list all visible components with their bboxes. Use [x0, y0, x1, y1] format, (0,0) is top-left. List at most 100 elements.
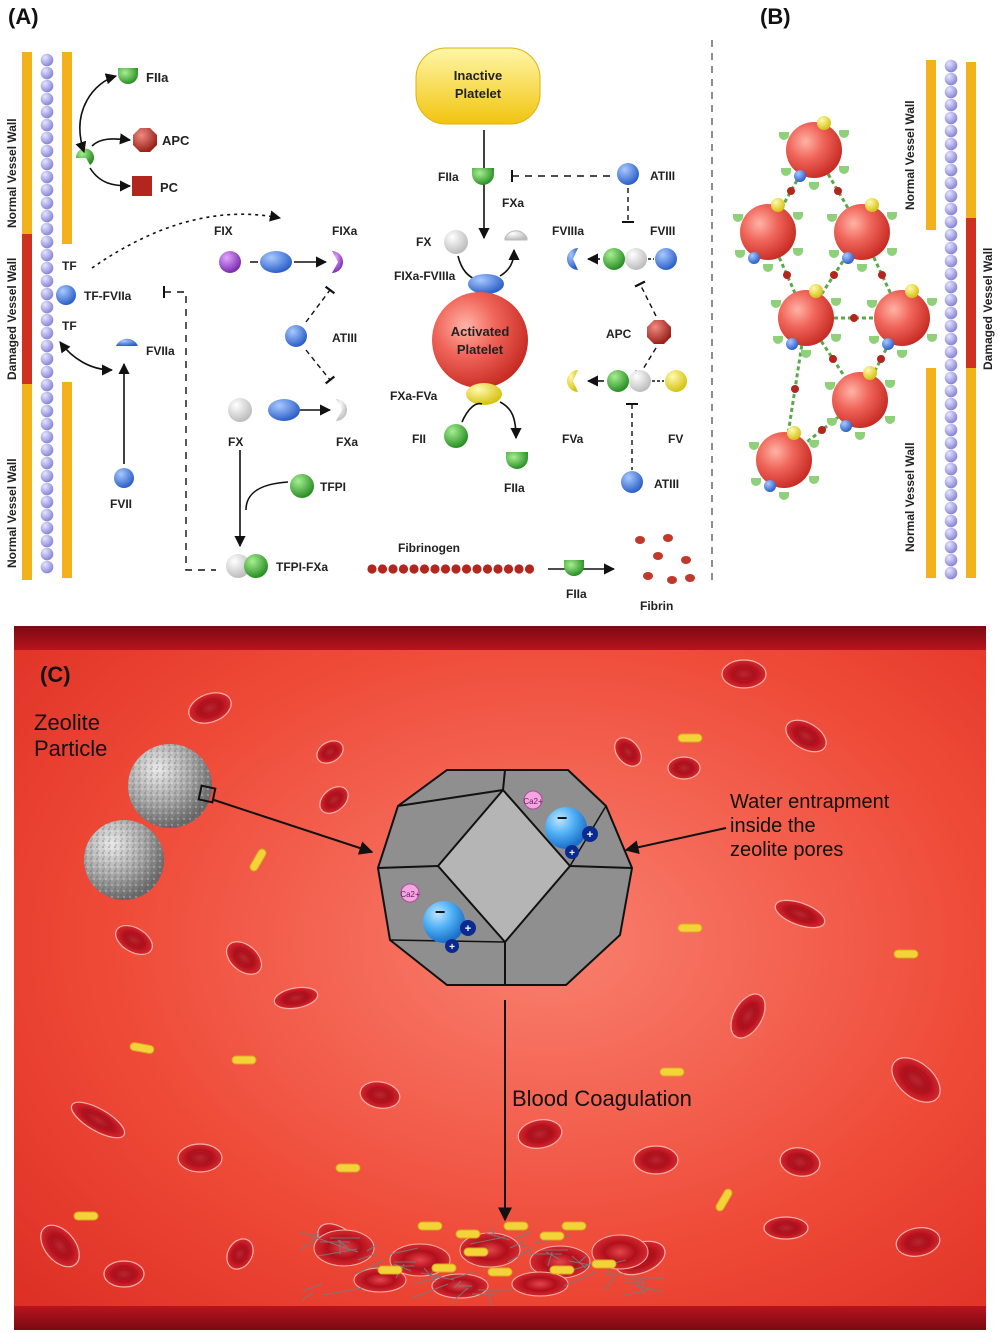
- rbc-center: [50, 1235, 70, 1257]
- endothelial-cell: [40, 339, 54, 353]
- fii-label: FII: [412, 432, 426, 446]
- rbc-center: [370, 1088, 390, 1102]
- fixa-fviiia-icon: [840, 420, 852, 432]
- red-blood-cell: [70, 1101, 126, 1139]
- receptor-icon: [763, 264, 773, 272]
- tf-bottom-label: TF: [62, 319, 77, 333]
- endothelial-cell: [40, 534, 54, 548]
- fibrinogen-bead: [524, 564, 535, 574]
- thrombomodulin-group: FIIa APC PC: [75, 68, 190, 196]
- fibrin-fragments: [635, 534, 695, 584]
- blood-clot: [299, 1221, 664, 1307]
- endothelial-cell: [944, 163, 958, 177]
- zoom-arrow: [213, 799, 374, 855]
- endothelial-cell: [40, 222, 54, 236]
- clot-platelet: [503, 1221, 529, 1231]
- endothelial-cell: [40, 235, 54, 249]
- endothelial-cell: [40, 417, 54, 431]
- fix-icon: [219, 251, 241, 273]
- wall-segment-damaged: [22, 234, 32, 384]
- wall-segment-normal-top: [22, 52, 32, 234]
- fibrinogen-bridge: [877, 355, 885, 363]
- fixa-fviiia-icon: [786, 338, 798, 350]
- fibrinogen-bead: [472, 564, 482, 574]
- clot-platelet: [591, 1259, 617, 1269]
- normal-vessel-wall-label-top: Normal Vessel Wall: [5, 118, 19, 228]
- platelet: [335, 1163, 361, 1173]
- endothelial-cell: [40, 482, 54, 496]
- pc-label: PC: [160, 180, 179, 195]
- receptor-icon: [857, 264, 867, 272]
- blood-coagulation-label: Blood Coagulation: [512, 1086, 692, 1111]
- fxa-fva-icon: [865, 198, 879, 212]
- fv-label: FV: [668, 432, 683, 446]
- fiia-fibrin-icon: [564, 560, 584, 576]
- b-wall-left-bottom: [926, 368, 936, 578]
- fibrin-strand: [420, 1272, 455, 1281]
- clot-rbc: [511, 1271, 569, 1297]
- rbc-center: [791, 1154, 809, 1170]
- receptor-icon: [827, 418, 837, 426]
- receptor-icon: [793, 248, 803, 256]
- receptor-icon: [809, 182, 819, 190]
- platelet: [677, 923, 703, 933]
- fibrin-strand: [571, 1255, 589, 1271]
- receptor-icon: [855, 432, 865, 440]
- endothelial-cell: [40, 248, 54, 262]
- fibrinogen-bead: [461, 564, 472, 574]
- fxa-fva-icon: [817, 116, 831, 130]
- panel-a: (A) Normal Vessel Wall Damaged Vessel Wa…: [5, 4, 695, 613]
- endothelial-cell: [944, 501, 958, 515]
- clot-platelet: [549, 1265, 575, 1275]
- activated-platelet: [874, 290, 930, 346]
- receptor-icon: [897, 350, 907, 358]
- wall-segment-normal-bottom: [22, 384, 32, 580]
- red-blood-cell: [316, 740, 344, 764]
- clot-platelet: [539, 1231, 565, 1241]
- ion-label-1: Ca2+: [523, 797, 543, 806]
- receptor-icon: [885, 380, 895, 388]
- pc-square-icon: [132, 176, 152, 196]
- rbc-center: [645, 1153, 667, 1167]
- fibrin-strand: [450, 1271, 475, 1280]
- water-charge-minus-2: −: [435, 902, 446, 922]
- fv-icon: [665, 370, 687, 392]
- fibrin-strand: [386, 1247, 419, 1256]
- red-blood-cell: [785, 719, 827, 753]
- atiii-right-bottom-icon: [621, 471, 643, 493]
- clot-platelet: [417, 1221, 443, 1231]
- rbc-center: [285, 993, 307, 1003]
- damaged-vessel-wall-label: Damaged Vessel Wall: [5, 258, 19, 380]
- endothelial-cell: [944, 98, 958, 112]
- rbc-center: [676, 763, 692, 773]
- rbc-center: [323, 746, 337, 758]
- fiia-top-label: FIIa: [146, 70, 169, 85]
- fviia-label: FVIIa: [146, 344, 175, 358]
- fxa-left-label: FXa: [336, 435, 358, 449]
- receptor-icon: [749, 442, 759, 450]
- tfpi-fxa-label: TFPI-FXa: [276, 560, 328, 574]
- fibrin-strand: [489, 1227, 496, 1236]
- wall-segment-right-bottom: [62, 382, 72, 578]
- vessel-wall-bottom: [14, 1306, 986, 1330]
- red-blood-cell: [177, 1143, 223, 1173]
- receptor-icon: [809, 440, 819, 448]
- endothelial-cell: [944, 410, 958, 424]
- endothelial-cell: [40, 157, 54, 171]
- fibrinogen-bead: [409, 564, 419, 574]
- fvii-label: FVII: [110, 497, 132, 511]
- receptor-icon: [751, 478, 761, 486]
- tissue-factor-group: TF TF-FVIIa TF FVIIa FVII: [56, 210, 282, 571]
- fixa-fviiia-icon: [882, 338, 894, 350]
- panel-b-label: (B): [760, 4, 791, 29]
- receptor-icon: [887, 212, 897, 220]
- fxa-platelet-label: FXa: [502, 196, 524, 210]
- water-entrapment-label-2: inside the: [730, 815, 816, 837]
- fibrinogen-bead: [451, 564, 461, 574]
- endothelial-cell: [944, 332, 958, 346]
- water-charge-minus-1: −: [557, 808, 568, 828]
- rbc-center: [199, 700, 221, 716]
- endothelial-cells-a: [40, 53, 54, 574]
- receptor-icon: [793, 212, 803, 220]
